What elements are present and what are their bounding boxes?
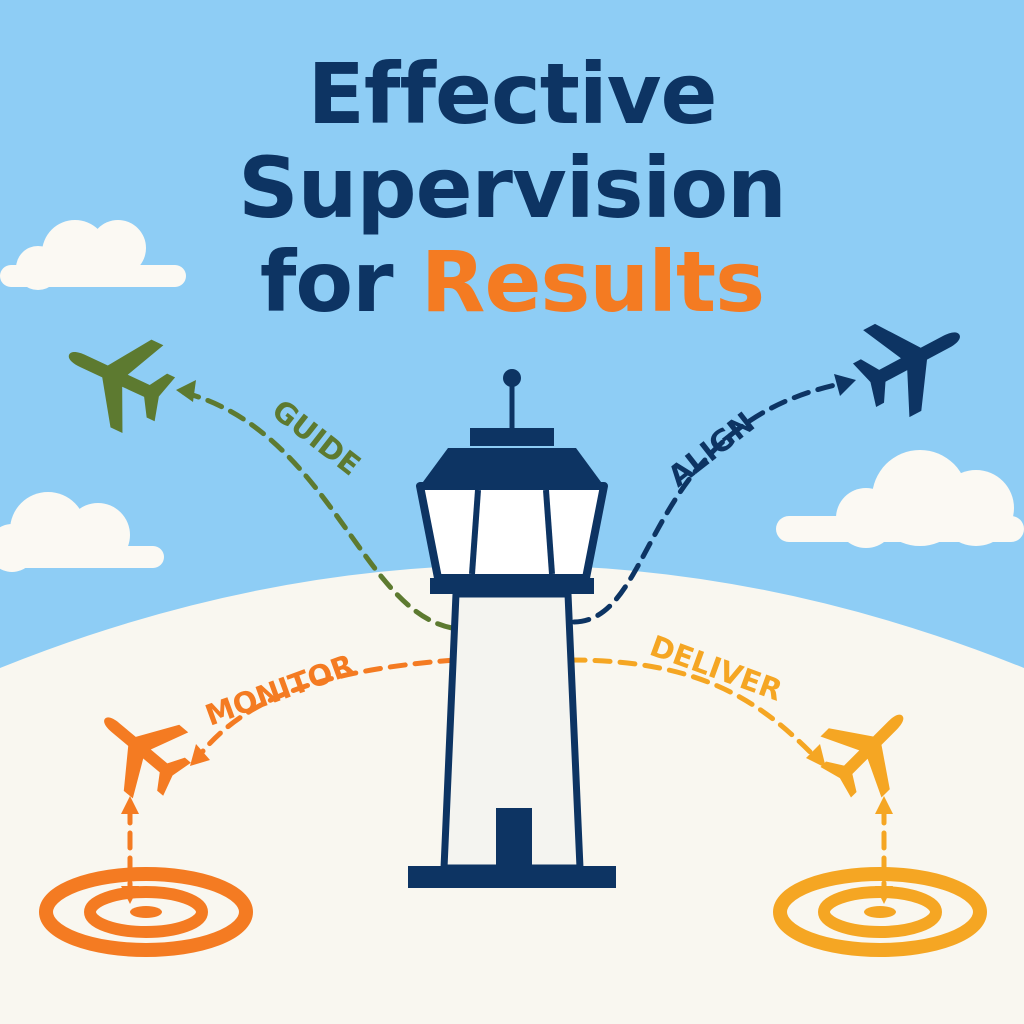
title-line-3-prefix: for	[259, 233, 421, 331]
title-line-2: Supervision	[238, 139, 787, 237]
cloud-right	[776, 450, 1024, 548]
control-tower	[408, 369, 616, 888]
monitor-path	[193, 657, 458, 763]
cloud-top-left	[0, 220, 186, 290]
deliver-up-arrow-icon	[875, 796, 893, 814]
deliver-arrowhead-icon	[806, 744, 826, 768]
guide-path	[179, 389, 455, 631]
guide-arrowhead-icon	[176, 380, 196, 402]
target-orange-icon	[39, 867, 253, 957]
deliver-path	[567, 657, 821, 763]
cloud-mid-left	[0, 492, 164, 572]
flight-paths	[127, 379, 887, 901]
title-highlight: Results	[420, 233, 765, 331]
monitor-arrowhead-icon	[190, 744, 210, 766]
align-arrowhead-icon	[834, 374, 856, 396]
target-amber-icon	[773, 867, 987, 957]
title-line-1: Effective	[307, 45, 718, 143]
align-path	[571, 379, 853, 625]
monitor-up-arrow-icon	[121, 796, 139, 814]
title-line-3: for Results	[0, 240, 1024, 324]
